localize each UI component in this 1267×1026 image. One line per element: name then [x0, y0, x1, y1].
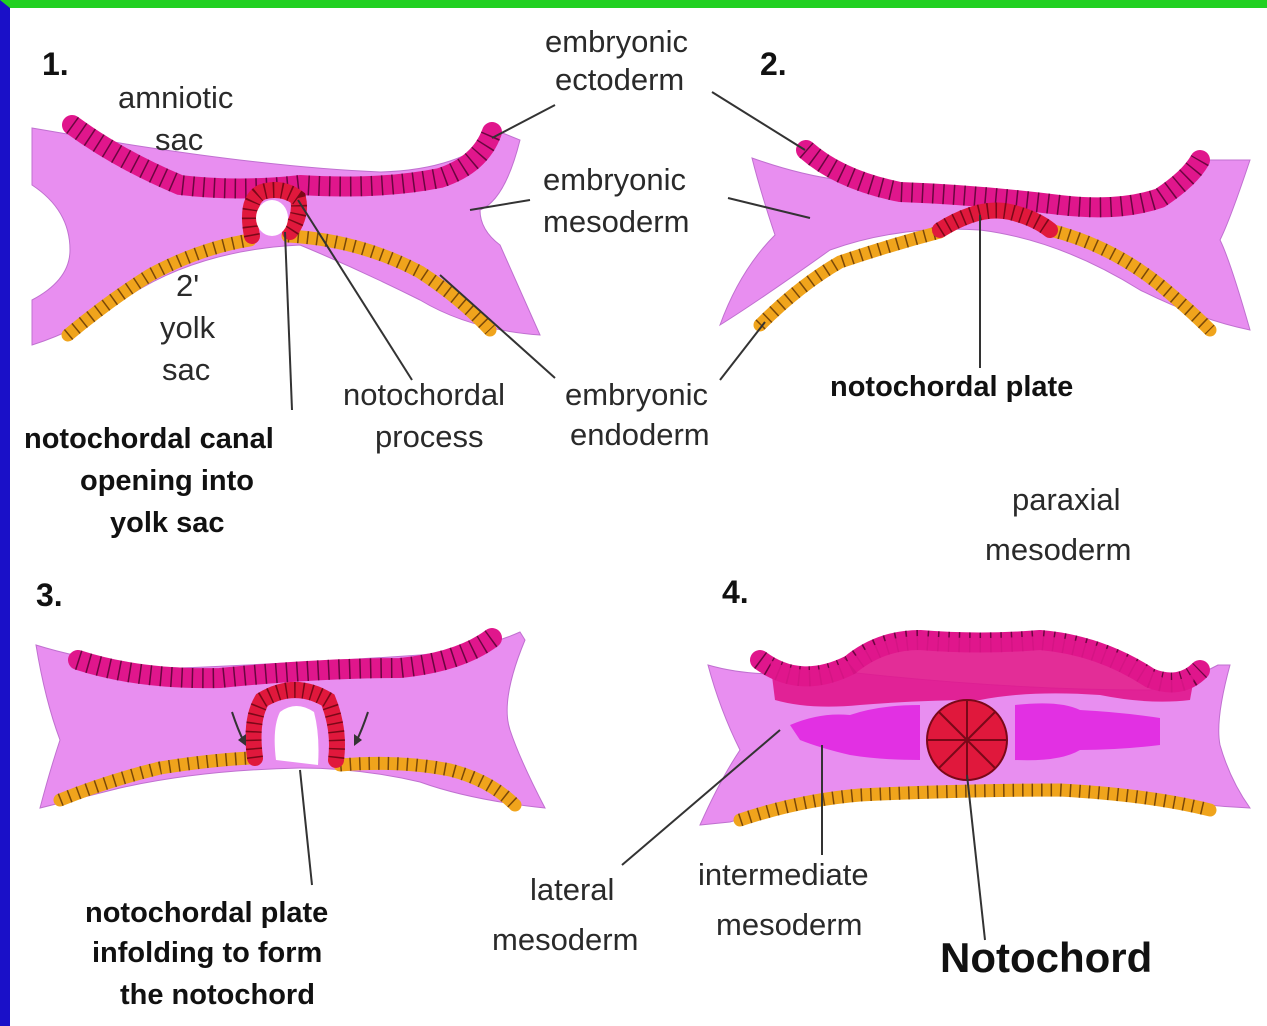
- svg-text:embryonic: embryonic: [565, 377, 708, 412]
- label-lateral-mesoderm: lateral mesoderm: [492, 872, 638, 957]
- panel-2-number: 2.: [760, 46, 787, 82]
- label-embryonic-endoderm: embryonic endoderm: [565, 377, 710, 452]
- panel-4-number: 4.: [722, 574, 749, 610]
- svg-text:lateral: lateral: [530, 872, 614, 907]
- panel-1-number: 1.: [42, 46, 69, 82]
- svg-text:notochordal canal: notochordal canal: [24, 423, 274, 455]
- svg-text:amniotic: amniotic: [118, 80, 233, 115]
- svg-text:intermediate: intermediate: [698, 857, 869, 892]
- label-embryonic-ectoderm: embryonic ectoderm: [545, 24, 688, 97]
- svg-text:notochordal: notochordal: [343, 377, 505, 412]
- label-notochordal-plate: notochordal plate: [830, 371, 1073, 403]
- panel-3-number: 3.: [36, 577, 63, 613]
- label-embryonic-mesoderm: embryonic mesoderm: [543, 162, 689, 239]
- svg-text:mesoderm: mesoderm: [985, 532, 1131, 567]
- svg-text:infolding to form: infolding to form: [92, 937, 322, 969]
- panel-4: [700, 636, 1250, 825]
- svg-text:ectoderm: ectoderm: [555, 62, 684, 97]
- label-notochordal-canal: notochordal canal opening into yolk sac: [24, 423, 274, 539]
- label-notochord: Notochord: [940, 934, 1152, 981]
- svg-text:embryonic: embryonic: [543, 162, 686, 197]
- svg-text:embryonic: embryonic: [545, 24, 688, 59]
- label-yolk-sac: 2' yolk sac: [160, 268, 216, 387]
- svg-text:mesoderm: mesoderm: [543, 204, 689, 239]
- svg-text:yolk: yolk: [160, 310, 216, 345]
- panel-2: [720, 150, 1250, 330]
- svg-text:process: process: [375, 419, 484, 454]
- panel-3: [36, 632, 545, 808]
- panel-1-canal: [256, 200, 288, 236]
- svg-text:2': 2': [176, 268, 199, 303]
- svg-text:yolk sac: yolk sac: [110, 507, 224, 539]
- svg-text:mesoderm: mesoderm: [492, 922, 638, 957]
- label-notochordal-process: notochordal process: [343, 377, 505, 454]
- svg-text:mesoderm: mesoderm: [716, 907, 862, 942]
- svg-text:sac: sac: [162, 352, 210, 387]
- label-paraxial-mesoderm: paraxial mesoderm: [985, 482, 1131, 567]
- svg-text:the notochord: the notochord: [120, 979, 315, 1011]
- label-intermediate-mesoderm: intermediate mesoderm: [698, 857, 869, 942]
- svg-text:endoderm: endoderm: [570, 417, 710, 452]
- svg-text:opening into: opening into: [80, 465, 254, 497]
- label-infolding: notochordal plate infolding to form the …: [85, 897, 328, 1011]
- svg-text:notochordal plate: notochordal plate: [85, 897, 328, 929]
- svg-text:sac: sac: [155, 122, 203, 157]
- svg-text:paraxial: paraxial: [1012, 482, 1121, 517]
- panel-4-ectoderm-fill: [770, 636, 1195, 707]
